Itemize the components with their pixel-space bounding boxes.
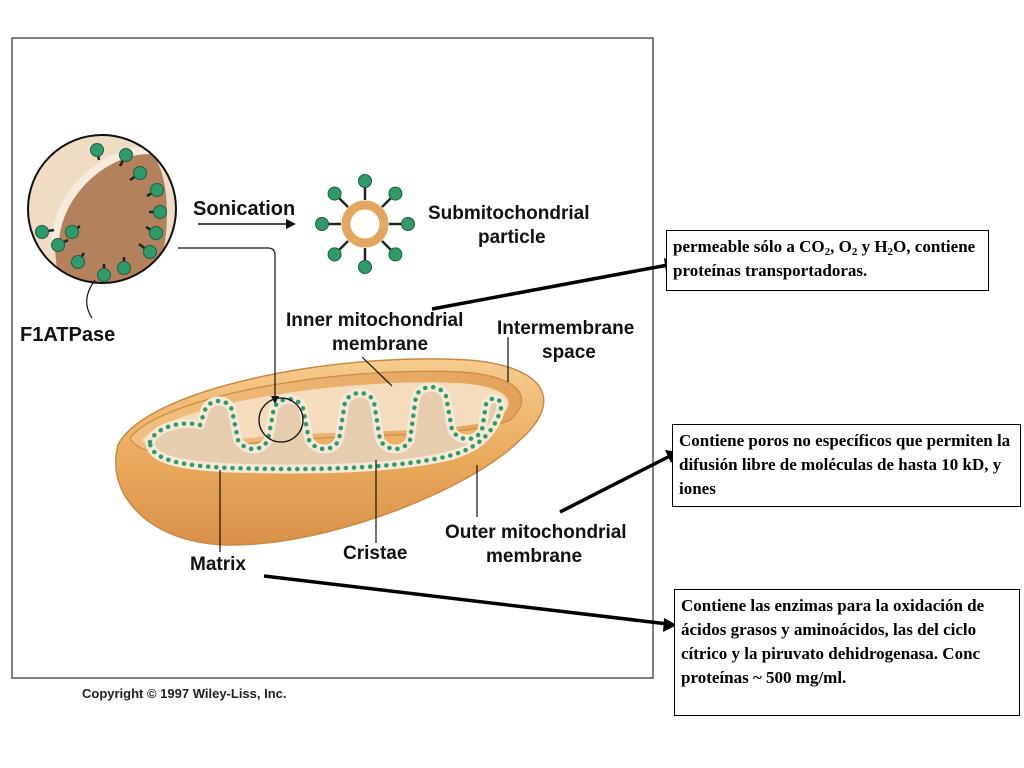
copyright-text: Copyright © 1997 Wiley-Liss, Inc.: [82, 686, 287, 701]
smp-stalks: [315, 174, 415, 274]
smp-particle-head: [358, 174, 372, 188]
atp-synthase-dots: [147, 384, 504, 472]
smp-particle-head: [401, 217, 415, 231]
inset-particle-head: [150, 183, 164, 197]
label-cristae: Cristae: [343, 543, 407, 564]
inset-particle-head: [97, 268, 111, 282]
inset-particle-head: [149, 226, 163, 240]
f1atpase-inset: [27, 134, 177, 284]
inset-particles: [35, 143, 167, 282]
smp-ring: [341, 200, 389, 248]
inset-particle-head: [143, 245, 157, 259]
inset-particle-head: [153, 205, 167, 219]
label-outer-line2: membrane: [486, 546, 582, 567]
inset-connector-head: [271, 396, 279, 404]
magnifier-circle: [258, 397, 304, 443]
label-submito-line1: Submitochondrial: [428, 203, 590, 224]
inset-outline: [27, 134, 177, 284]
inset-particle-head: [65, 225, 79, 239]
inset-particle-head: [117, 261, 131, 275]
label-submito-line2: particle: [478, 227, 546, 248]
smp-particle-head: [315, 217, 329, 231]
inset-particle-head: [51, 238, 65, 252]
label-f1atpase: F1ATPase: [20, 324, 115, 346]
smp-particle-head: [327, 186, 342, 201]
label-outer-line1: Outer mitochondrial: [445, 522, 627, 543]
label-inner-line2: membrane: [332, 334, 428, 355]
inset-particle-head: [133, 166, 147, 180]
inset-particle-head: [71, 255, 85, 269]
label-matrix: Matrix: [190, 554, 246, 575]
note-inner-membrane: permeable sólo a CO2, O2 y H2O, contiene…: [666, 230, 989, 291]
label-intermembrane-line2: space: [542, 342, 596, 363]
submitochondrial-particle: [315, 174, 415, 274]
smp-particle-head: [388, 247, 403, 262]
smp-particle-head: [327, 247, 342, 262]
inset-connector: [178, 247, 276, 398]
arrow-inner-to-note: [431, 263, 669, 311]
note-matrix: Contiene las enzimas para la oxidación d…: [674, 589, 1020, 716]
mitochondrion: [115, 358, 545, 546]
label-intermembrane-line1: Intermembrane: [497, 318, 634, 339]
inner-membrane-leader: [361, 356, 393, 387]
arrow-outer-to-note: [559, 454, 671, 514]
inset-particle-head: [119, 148, 133, 162]
arrow-matrix-to-note: [263, 574, 669, 626]
inset-particle-head: [90, 143, 104, 157]
sonication-arrowhead: [286, 219, 296, 229]
smp-particle-head: [358, 260, 372, 274]
inset-particle-head: [35, 225, 49, 239]
arrowhead-matrix-note: [663, 618, 677, 632]
f1atpase-leader: [86, 279, 96, 319]
label-inner-line1: Inner mitochondrial: [286, 310, 463, 331]
label-sonication: Sonication: [193, 198, 295, 220]
smp-particle-head: [388, 186, 403, 201]
note-outer-membrane: Contiene poros no específicos que permit…: [672, 424, 1021, 507]
